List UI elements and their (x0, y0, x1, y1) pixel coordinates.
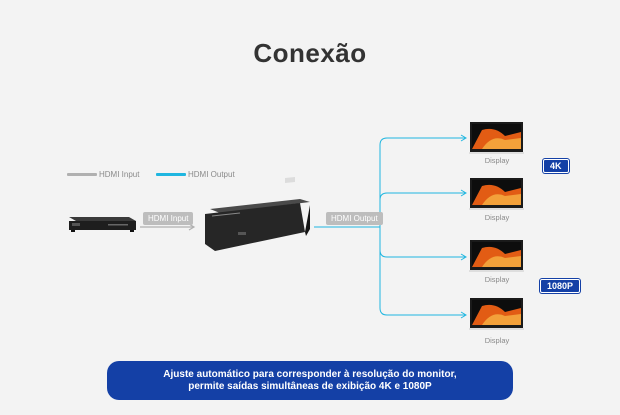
arrowhead-3 (460, 253, 467, 261)
display-label: Display (484, 213, 510, 222)
arrowhead-2 (460, 189, 467, 197)
legend-input-label: HDMI Input (99, 170, 140, 179)
output-branch-3 (379, 227, 465, 258)
media-player-icon (69, 217, 136, 232)
hdmi-input-arrowhead (188, 223, 196, 231)
legend-hdmi-output: HDMI Output (156, 170, 235, 179)
legend-swatch-input (67, 173, 97, 176)
legend-output-label: HDMI Output (188, 170, 235, 179)
feature-banner: Ajuste automático para corresponder à re… (107, 361, 513, 400)
banner-line-2: permite saídas simultâneas de exibição 4… (188, 380, 432, 392)
output-branch-4 (379, 250, 465, 316)
banner-line-1: Ajuste automático para corresponder à re… (163, 368, 457, 380)
page-title: Conexão (253, 38, 367, 68)
monitor-icon (469, 298, 524, 330)
hdmi-output-pill: HDMI Output (326, 212, 383, 225)
legend-hdmi-input: HDMI Input (67, 170, 139, 179)
monitor-icon (469, 240, 524, 272)
hdmi-input-pill: HDMI Input (143, 212, 194, 225)
display-label: Display (484, 156, 510, 165)
arrowhead-4 (460, 311, 467, 319)
badge-1080p: 1080P (540, 279, 581, 293)
display-label: Display (484, 275, 510, 284)
badge-4k: 4K (543, 159, 569, 173)
arrowhead-1 (460, 134, 467, 142)
monitor-icon (469, 122, 524, 154)
monitor-icon (469, 178, 524, 210)
output-branch-1 (379, 137, 465, 227)
output-branch-2 (379, 192, 465, 201)
hdmi-splitter-icon (205, 176, 310, 251)
display-label: Display (484, 336, 510, 345)
legend-swatch-output (156, 173, 186, 176)
